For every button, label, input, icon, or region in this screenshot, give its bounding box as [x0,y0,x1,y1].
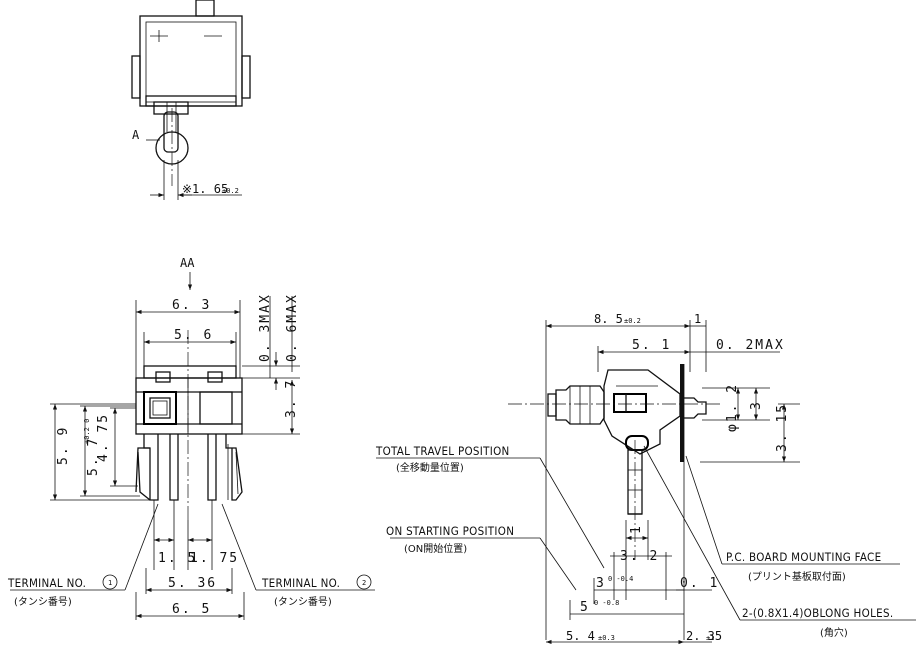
dim-side-01: 0. 1 [680,576,719,591]
dim-side-51: 5. 1 [632,338,671,353]
dim-top-165-tol: ±0.2 [222,187,239,195]
pcb-face-label: P.C. BOARD MOUNTING FACE [726,550,881,564]
dim-side-235-tol: ±1 [706,634,714,642]
dim-side-12: φ1. 2 [725,383,740,432]
terminal-2-sub: (タンシ番号) [274,596,332,608]
on-starting-label: ON STARTING POSITION [386,524,514,538]
side-view: 8. 5 ±0.2 1 5. 1 0. 2MAX [375,312,916,645]
dim-front-175: 1. 75 [190,551,239,566]
oblong-holes-sub: (角穴) [820,626,848,639]
dim-side-315: 3. 15 [775,403,790,452]
oblong-holes-label: 2-(0.8X1.4)OBLONG HOLES. [742,606,893,620]
dim-top-165: ※1. 65 [182,182,228,196]
dim-side-54-tol: ±0.3 [598,634,615,642]
view-label-aa: AA [180,256,195,270]
terminal-1-number: 1 [108,579,112,587]
top-view: A ※1. 65 ±0.2 [131,0,251,200]
dim-side-5tol: 5 [580,600,590,615]
dim-side-3tol-sup: 0 -0.4 [608,575,633,583]
dim-side-1b: 1 [629,524,644,534]
total-travel-sub: (全移動量位置) [396,461,464,474]
total-travel-label: TOTAL TRAVEL POSITION [375,444,510,458]
dim-side-3: 3 [749,400,764,410]
dim-side-3tol: 3 [596,576,606,591]
dim-front-06max: 0. 6MAX [285,293,300,362]
dim-front-37: 3. 7 [284,379,299,418]
dim-side-02max: 0. 2MAX [716,338,785,353]
dim-front-536: 5. 36 [168,576,217,591]
terminal-2-number: 2 [362,579,366,587]
dim-side-85: 8. 5 [594,312,623,326]
view-label-a: A [132,128,140,142]
dim-front-475: 4. 75 [96,413,111,462]
terminal-2-label: TERMINAL NO. [261,576,340,590]
dim-side-235: 2. 35 [686,629,722,643]
dim-side-54: 5. 4 [566,629,595,643]
dim-front-57: 5. 7 [86,437,101,476]
terminal-1-label: TERMINAL NO. [7,576,86,590]
dim-front-03max: 0. 3MAX [258,293,273,362]
dim-side-85-tol: ±0.2 [624,317,641,325]
dim-front-65: 6. 5 [172,602,211,617]
dim-side-5tol-sup: 0 -0.8 [594,599,619,607]
terminal-1-sub: (タンシ番号) [14,596,72,608]
on-starting-sub: (ON開始位置) [404,542,467,555]
pcb-face-sub: (プリント基板取付面) [748,570,846,583]
dim-side-32: 3. 2 [620,549,659,564]
dim-front-63: 6. 3 [172,298,211,313]
front-view: AA 6. 3 5. 6 [7,256,375,620]
dim-front-57-tol: +0.2 0 [83,419,91,444]
dim-front-59: 5. 9 [56,426,71,465]
dim-side-1: 1 [694,312,701,326]
dim-front-15: 1. 5 [158,551,197,566]
dim-front-56: 5. 6 [174,328,213,343]
